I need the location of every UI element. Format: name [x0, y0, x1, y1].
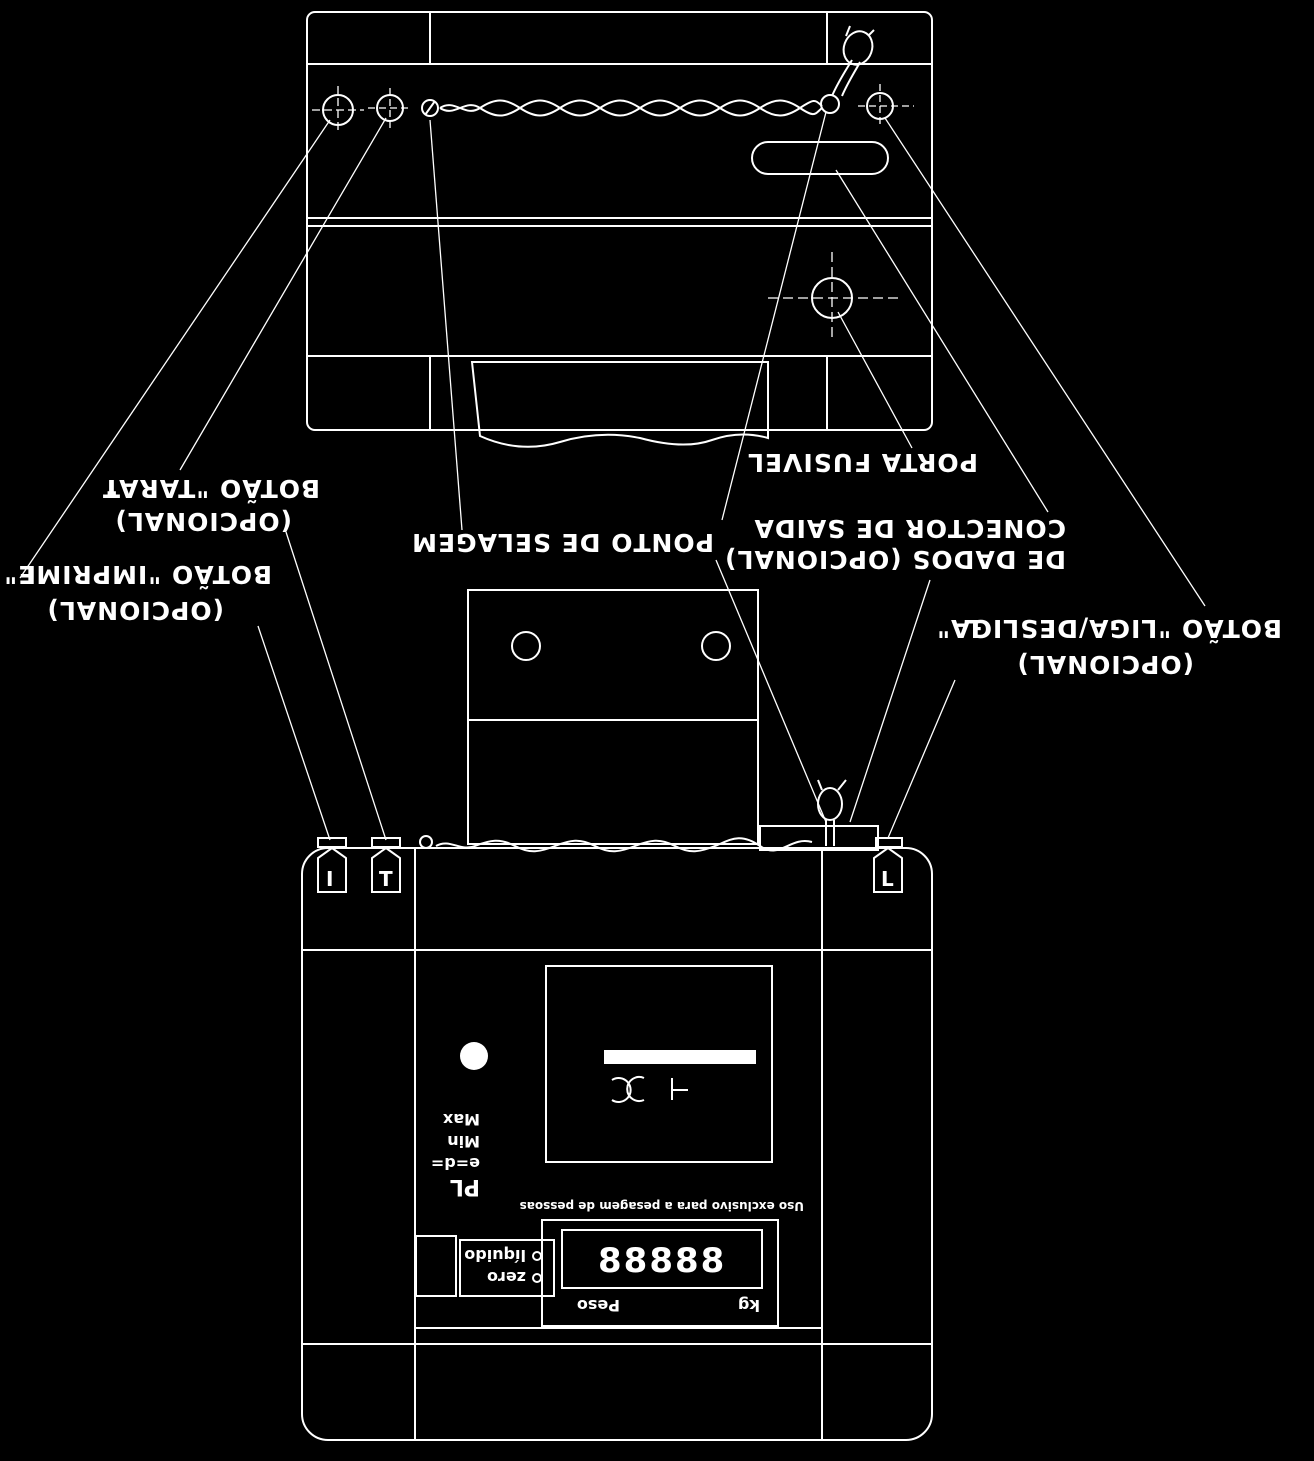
seal-point-rear [421, 99, 823, 117]
label-tara-letter: T [102, 474, 120, 503]
indicator-zero: zero [487, 1268, 526, 1287]
label-conector-line1: DE DADOS (OPCIONAL) [724, 545, 1066, 574]
label-imprime-letter: I [26, 560, 36, 589]
leader-lines [19, 111, 1206, 841]
label-imprime-optional: (OPCIONAL) [46, 596, 224, 625]
status-lamp [460, 1042, 488, 1070]
front-view: I T L e=d= Min Max PL [301, 589, 933, 1441]
hole-liga-rear [858, 84, 914, 128]
logo-panel [545, 965, 773, 1163]
usage-notice: Uso exclusivo para a pesagem de pessoas [520, 1199, 804, 1213]
label-tara-button: BOTÃO "TARA" [104, 474, 320, 503]
seal-tag-front [817, 779, 847, 846]
callout-labels: PORTA FUSIVEL PONTO DE SELAGEM DE DADOS … [3, 448, 1282, 679]
label-tara-optional: (OPCIONAL) [114, 507, 292, 536]
weight-display-digits: 88888 [598, 1241, 726, 1281]
brand-logo [604, 1050, 756, 1103]
model-label: PL [450, 1174, 480, 1199]
seal-tag-rear [820, 25, 875, 114]
data-connector-slot [751, 141, 889, 175]
label-porta-fusivel: PORTA FUSIVEL [747, 448, 978, 477]
unit-peso: Peso [577, 1296, 620, 1315]
label-ponto-selagem: PONTO DE SELAGEM [411, 528, 714, 557]
spec-max: Max [442, 1110, 480, 1129]
label-liga-optional: (OPCIONAL) [1016, 650, 1194, 679]
label-imprime-button: BOTÃO "IMPRIME" [3, 560, 272, 589]
weight-display-frame [541, 1219, 779, 1327]
label-liga-button: BOTÃO "LIGA/DESLIGA" [936, 614, 1282, 643]
key-imprime-letter: I [326, 867, 333, 891]
key-liga[interactable]: L [873, 837, 903, 893]
key-tara[interactable]: T [371, 837, 401, 893]
indicator-liquido: líquido [464, 1246, 526, 1265]
weight-display-window [561, 1229, 763, 1289]
key-tara-letter: T [379, 867, 393, 891]
label-liga-letter: L [963, 614, 980, 643]
spec-min: Min [447, 1132, 480, 1151]
fuse-holder [768, 252, 898, 340]
key-imprime[interactable]: I [317, 837, 347, 893]
rear-view [306, 11, 933, 448]
unit-kg: kg [738, 1296, 760, 1315]
seal-point-front [419, 835, 433, 849]
spec-ed: e=d= [431, 1154, 480, 1173]
key-liga-letter: L [881, 867, 894, 891]
label-conector-line2: CONECTOR DE SAIDA [754, 514, 1067, 543]
hole-tara-rear [368, 88, 412, 128]
hole-imprime-rear [312, 86, 364, 134]
